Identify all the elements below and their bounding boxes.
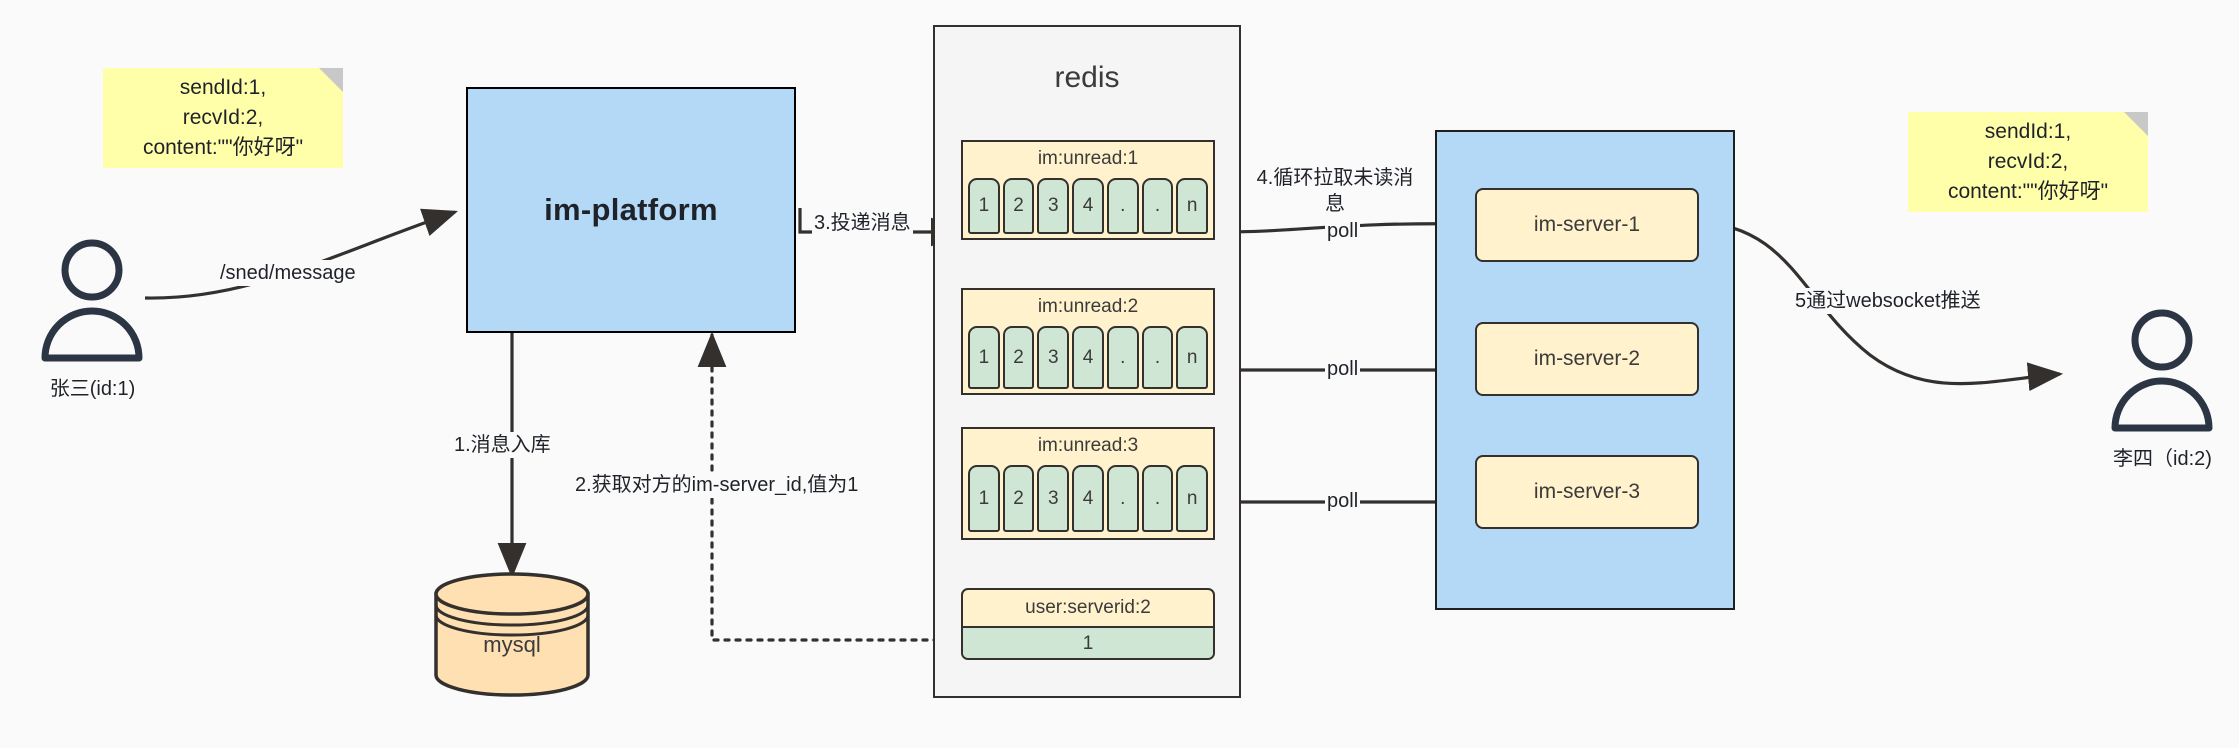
redis-kv-key: user:serverid:2 bbox=[963, 590, 1213, 628]
list-cell: . bbox=[1106, 178, 1139, 234]
note-receiver-payload: sendId:1, recvId:2, content:""你好呀" bbox=[1908, 112, 2148, 212]
list-cell: . bbox=[1106, 465, 1139, 532]
list-cell: . bbox=[1141, 178, 1174, 234]
node-im-platform[interactable]: im-platform bbox=[466, 87, 796, 333]
node-mysql[interactable]: mysql bbox=[432, 572, 592, 697]
edge-label-poll-1: poll bbox=[1325, 218, 1361, 244]
list-cell: 3 bbox=[1037, 465, 1070, 532]
node-im-server-1-label: im-server-1 bbox=[1533, 213, 1641, 236]
user-icon bbox=[41, 239, 143, 362]
actor-receiver: 李四（id:2) bbox=[2100, 308, 2225, 470]
redis-list-2[interactable]: im:unread:2 1 2 3 4 . . n bbox=[961, 288, 1215, 395]
list-cell: 2 bbox=[1002, 178, 1035, 234]
redis-list-1-key: im:unread:1 bbox=[1037, 148, 1139, 169]
edge-label-step1: 1.消息入库 bbox=[452, 432, 553, 458]
list-cell: n bbox=[1176, 465, 1209, 532]
node-im-server-2[interactable]: im-server-2 bbox=[1475, 322, 1699, 396]
node-im-server-1[interactable]: im-server-1 bbox=[1475, 188, 1699, 262]
node-mysql-label: mysql bbox=[483, 631, 541, 657]
redis-list-2-key: im:unread:2 bbox=[1037, 296, 1139, 317]
list-cell: 2 bbox=[1002, 326, 1035, 389]
list-cell: n bbox=[1176, 178, 1209, 234]
note-receiver-text: sendId:1, recvId:2, content:""你好呀" bbox=[1947, 120, 2109, 203]
redis-kv-value: 1 bbox=[963, 628, 1213, 658]
node-im-server-3[interactable]: im-server-3 bbox=[1475, 455, 1699, 529]
edge-label-step3: 3.投递消息 bbox=[812, 210, 913, 236]
redis-list-3-key: im:unread:3 bbox=[1037, 435, 1139, 456]
redis-list-3-cells: 1 2 3 4 . . n bbox=[968, 465, 1209, 532]
redis-list-1[interactable]: im:unread:1 1 2 3 4 . . n bbox=[961, 140, 1215, 240]
list-cell: 1 bbox=[968, 326, 1000, 389]
list-cell: . bbox=[1141, 326, 1174, 389]
list-cell: 1 bbox=[968, 465, 1000, 532]
redis-list-1-cells: 1 2 3 4 . . n bbox=[968, 178, 1209, 234]
list-cell: . bbox=[1106, 326, 1139, 389]
database-cylinder-icon bbox=[434, 572, 590, 697]
edge-label-send-message: /sned/message bbox=[218, 260, 358, 286]
edge-label-step4: 4.循环拉取未读消息 bbox=[1253, 165, 1417, 217]
list-cell: . bbox=[1141, 465, 1174, 532]
redis-list-2-cells: 1 2 3 4 . . n bbox=[968, 326, 1209, 389]
container-redis-title: redis bbox=[1054, 61, 1120, 94]
actor-sender-label: 张三(id:1) bbox=[49, 378, 136, 400]
note-sender-text: sendId:1, recvId:2, content:""你好呀" bbox=[142, 76, 304, 159]
note-sender-payload: sendId:1, recvId:2, content:""你好呀" bbox=[103, 68, 343, 168]
list-cell: 4 bbox=[1072, 178, 1104, 234]
actor-receiver-label: 李四（id:2) bbox=[2113, 448, 2212, 470]
list-cell: 3 bbox=[1037, 326, 1070, 389]
list-cell: 1 bbox=[968, 178, 1000, 234]
actor-sender: 张三(id:1) bbox=[30, 238, 155, 400]
edge-label-poll-3: poll bbox=[1325, 488, 1361, 514]
edge-label-poll-2: poll bbox=[1325, 356, 1361, 382]
list-cell: 4 bbox=[1072, 465, 1104, 532]
list-cell: 4 bbox=[1072, 326, 1104, 389]
node-im-server-2-label: im-server-2 bbox=[1533, 347, 1641, 370]
list-cell: n bbox=[1176, 326, 1209, 389]
list-cell: 2 bbox=[1002, 465, 1035, 532]
node-im-server-3-label: im-server-3 bbox=[1533, 480, 1641, 503]
list-cell: 3 bbox=[1037, 178, 1070, 234]
edge-label-step5: 5通过websocket推送 bbox=[1793, 288, 1983, 314]
edge-label-step2: 2.获取对方的im-server_id,值为1 bbox=[573, 472, 861, 498]
note-fold-corner bbox=[319, 68, 343, 92]
note-fold-corner bbox=[2124, 112, 2148, 136]
redis-list-3[interactable]: im:unread:3 1 2 3 4 . . n bbox=[961, 427, 1215, 540]
node-im-platform-label: im-platform bbox=[544, 192, 718, 227]
redis-kv-user-serverid[interactable]: user:serverid:2 1 bbox=[961, 588, 1215, 660]
user-icon bbox=[2111, 309, 2213, 432]
